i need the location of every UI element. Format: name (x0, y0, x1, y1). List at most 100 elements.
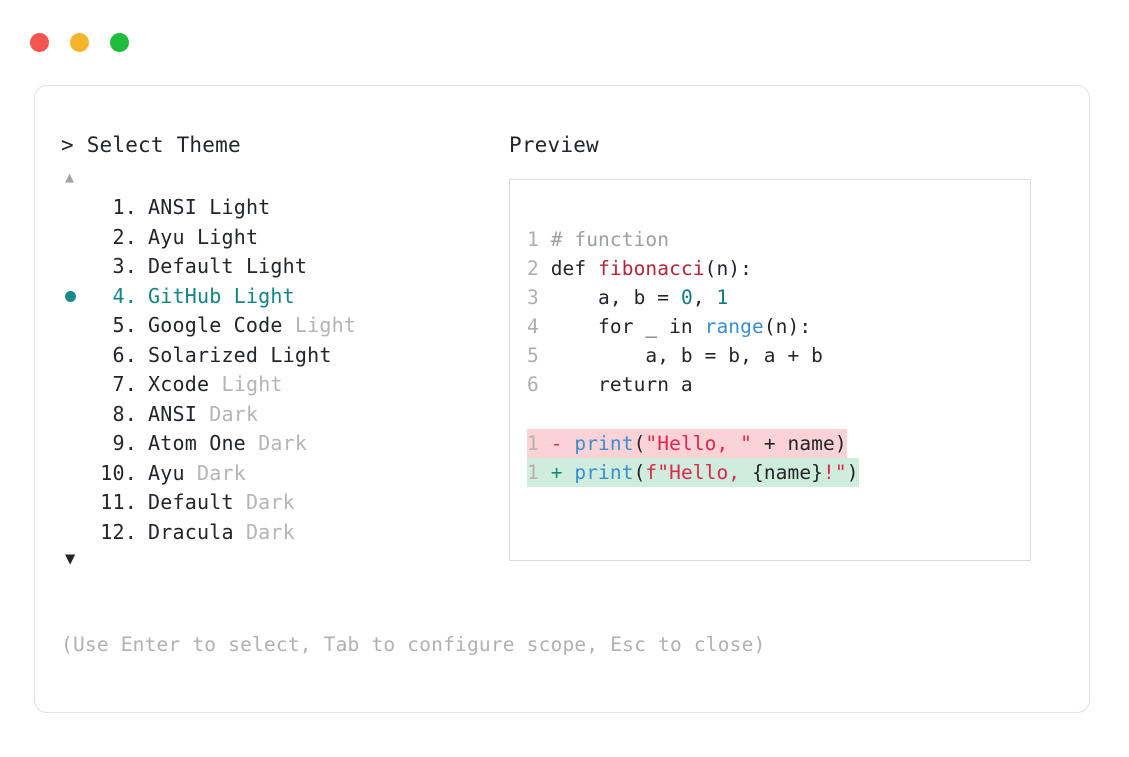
code-token: "Hello, " (645, 432, 752, 455)
theme-item-variant: Dark (196, 460, 246, 485)
theme-item-name: Default (148, 254, 234, 278)
prompt-caret-icon: > (61, 133, 74, 157)
code-token: # function (550, 228, 670, 251)
code-token: ) (834, 432, 847, 455)
code-token: 1 (716, 286, 729, 309)
theme-item-label: GitHub Light (137, 282, 295, 312)
window-titlebar (0, 0, 1129, 72)
theme-item-number: 10. (100, 460, 137, 485)
theme-item-label: Atom One Dark (137, 429, 307, 459)
code-line: 2 def fibonacci(n): (527, 254, 1022, 283)
close-button-icon[interactable] (30, 33, 49, 52)
theme-list-item[interactable]: 12.Dracula Dark (61, 518, 521, 548)
code-line: 3 a, b = 0, 1 (527, 283, 1022, 312)
code-token: print (574, 461, 634, 484)
theme-list-item[interactable]: 2.Ayu Light (61, 223, 521, 253)
minimize-button-icon[interactable] (70, 33, 89, 52)
code-token: !" (823, 461, 847, 484)
line-number: 1 (527, 228, 539, 251)
code-token: return a (550, 373, 693, 396)
theme-item-number: 4. (112, 283, 137, 308)
theme-list-item[interactable]: 6.Solarized Light (61, 341, 521, 371)
line-number: 4 (527, 315, 539, 338)
theme-item-variant: Light (221, 372, 283, 396)
theme-item-label: ANSI Dark (137, 400, 258, 430)
theme-item-label: Ayu Light (137, 223, 258, 253)
scroll-down-arrow-icon[interactable]: ▼ (65, 549, 76, 569)
theme-list-item[interactable]: 4.GitHub Light (61, 282, 521, 312)
code-token: (n): (704, 257, 752, 280)
selection-bullet-cell (61, 232, 91, 243)
theme-item-name: Google Code (148, 313, 283, 337)
theme-item-number: 11. (100, 490, 137, 514)
line-number: 6 (527, 373, 539, 396)
selected-bullet-icon (65, 290, 76, 302)
theme-item-variant: Light (196, 224, 259, 249)
code-token: , (692, 286, 717, 309)
theme-list-item[interactable]: 9.Atom One Dark (61, 429, 521, 459)
theme-list-item[interactable]: 8.ANSI Dark (61, 400, 521, 430)
bullet-placeholder-icon (65, 232, 76, 243)
theme-list-item[interactable]: 3.Default Light (61, 252, 521, 282)
theme-item-label: Ayu Dark (137, 459, 246, 489)
theme-item-name: Dracula (148, 519, 234, 544)
theme-item-name: Solarized (148, 342, 259, 367)
theme-item-name: Ayu (148, 224, 185, 249)
code-token: def (550, 257, 599, 280)
theme-item-name: Atom One (148, 431, 246, 455)
theme-list-item[interactable]: 11.Default Dark (61, 488, 521, 518)
theme-item-label: Google Code Light (137, 311, 356, 341)
code-token: f"Hello, (645, 461, 752, 484)
diff-block: 1 - print("Hello, " + name)1 + print(f"H… (527, 429, 1022, 487)
theme-item-variant: Light (209, 195, 271, 219)
bullet-placeholder-icon (65, 261, 76, 272)
theme-item-variant: Light (270, 342, 332, 367)
traffic-light-controls (30, 33, 129, 52)
code-token: + name (751, 432, 835, 455)
theme-item-variant: Light (233, 283, 295, 308)
theme-item-number: 3. (112, 254, 137, 278)
bullet-placeholder-icon (65, 438, 76, 449)
theme-item-number: 6. (112, 342, 137, 367)
theme-item-name: ANSI (148, 401, 197, 426)
bullet-placeholder-icon (65, 527, 76, 538)
theme-item-label: Default Dark (137, 488, 295, 518)
code-line: 6 return a (527, 370, 1022, 399)
code-line: 1 # function (527, 225, 1022, 254)
theme-item-name: ANSI (148, 195, 197, 219)
theme-list-item[interactable]: 1.ANSI Light (61, 193, 521, 223)
selection-bullet-cell (61, 202, 91, 213)
theme-item-label: Default Light (137, 252, 307, 282)
code-line: 4 for _ in range(n): (527, 312, 1022, 341)
theme-item-label: Solarized Light (137, 341, 332, 371)
code-token: {name} (751, 461, 824, 484)
theme-item-variant: Dark (258, 431, 308, 455)
prompt-header: > Select Theme (61, 132, 521, 158)
theme-item-variant: Dark (245, 490, 295, 514)
diff-sign-icon: + (550, 461, 563, 484)
selection-bullet-cell (61, 497, 91, 508)
theme-list-item[interactable]: 5.Google Code Light (61, 311, 521, 341)
selection-bullet-cell (61, 438, 91, 449)
line-number: 2 (527, 257, 539, 280)
maximize-button-icon[interactable] (110, 33, 129, 52)
scroll-up-arrow-icon[interactable]: ▲ (65, 168, 75, 186)
selection-bullet-cell (61, 320, 91, 331)
code-token: ( (633, 461, 646, 484)
theme-item-label: Dracula Dark (137, 518, 295, 548)
diff-sign-icon: - (550, 432, 563, 455)
theme-item-label: ANSI Light (137, 193, 270, 223)
theme-item-number: 8. (112, 401, 137, 426)
line-number: 5 (527, 344, 539, 367)
code-token: for _ in (550, 315, 705, 338)
bullet-placeholder-icon (65, 497, 76, 508)
theme-list-item[interactable]: 7.Xcode Light (61, 370, 521, 400)
theme-list-item[interactable]: 10.Ayu Dark (61, 459, 521, 489)
